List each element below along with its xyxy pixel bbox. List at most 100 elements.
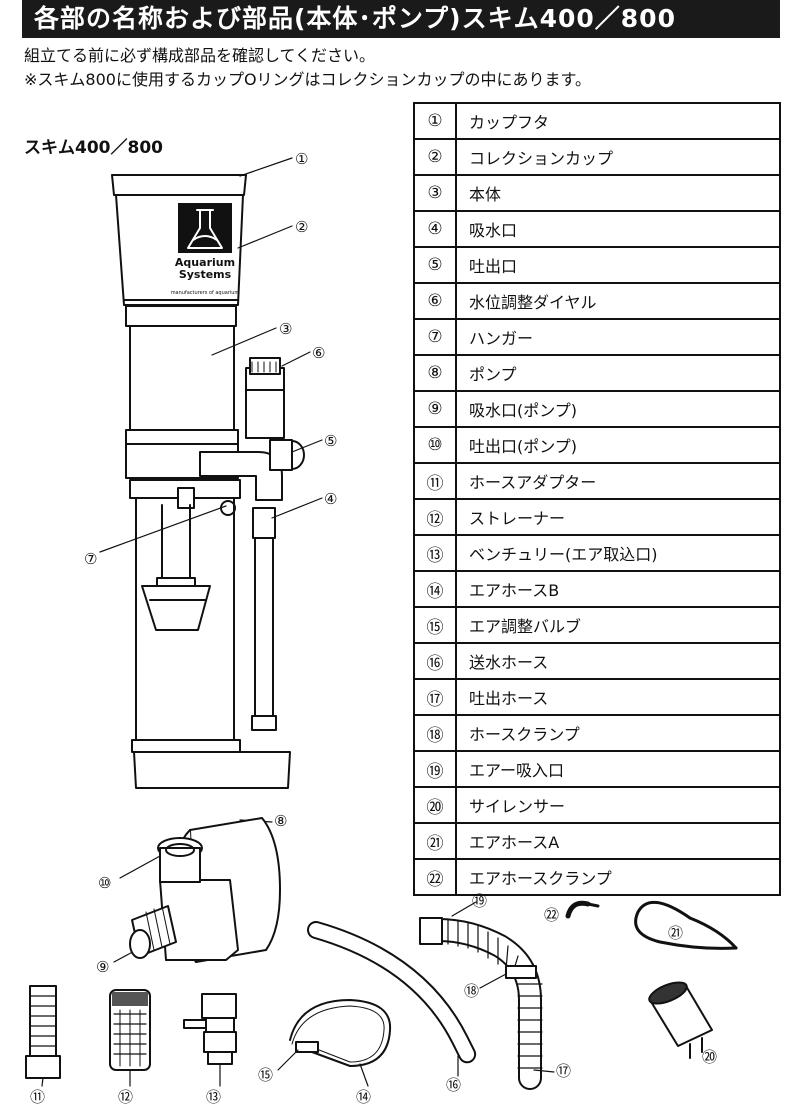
callout-8: ⑧ xyxy=(274,812,287,830)
part-number: ⑯ xyxy=(413,642,457,680)
part-number: ⑮ xyxy=(413,606,457,644)
part-name: 本体 xyxy=(455,174,781,212)
part-name: 吐出口 xyxy=(455,246,781,284)
callout-15: ⑮ xyxy=(258,1066,273,1084)
callout-19: ⑲ xyxy=(472,892,487,910)
model-label: スキム400／800 xyxy=(24,138,163,158)
part-name: 吐出ホース xyxy=(455,678,781,716)
part-number: ① xyxy=(413,102,457,140)
part-name: コレクションカップ xyxy=(455,138,781,176)
part-name: 送水ホース xyxy=(455,642,781,680)
part-number: ⑱ xyxy=(413,714,457,752)
part-name: エアー吸入口 xyxy=(455,750,781,788)
part-number: ⑨ xyxy=(413,390,457,428)
part-number: ⑪ xyxy=(413,462,457,500)
part-number: ㉑ xyxy=(413,822,457,860)
water-hose-drawing xyxy=(307,921,477,1077)
part-name: ホースアダプター xyxy=(455,462,781,500)
part-number: ③ xyxy=(413,174,457,212)
part-number: ⑩ xyxy=(413,426,457,464)
part-name: 水位調整ダイヤル xyxy=(455,282,781,320)
callout-22: ㉒ xyxy=(544,906,559,924)
part-name: エアホースA xyxy=(455,822,781,860)
callout-18: ⑱ xyxy=(464,982,479,1000)
part-number: ② xyxy=(413,138,457,176)
callout-3: ③ xyxy=(279,320,292,338)
callout-16: ⑯ xyxy=(446,1076,461,1094)
part-name: カップフタ xyxy=(455,102,781,140)
part-number: ⑳ xyxy=(413,786,457,824)
intro-line-2: ※スキム800に使用するカップOリングはコレクションカップの中にあります。 xyxy=(24,70,591,89)
callout-5: ⑤ xyxy=(324,432,337,450)
part-number: ⑲ xyxy=(413,750,457,788)
part-name: ハンガー xyxy=(455,318,781,356)
callout-4: ④ xyxy=(324,490,337,508)
callout-1: ① xyxy=(295,150,308,168)
part-name: 吐出口(ポンプ) xyxy=(455,426,781,464)
part-number: ⑰ xyxy=(413,678,457,716)
air-hose-b-drawing xyxy=(277,999,392,1087)
part-number: ⑤ xyxy=(413,246,457,284)
venturi-drawing xyxy=(183,993,237,1087)
part-number: ⑫ xyxy=(413,498,457,536)
callout-7: ⑦ xyxy=(84,550,97,568)
callout-2: ② xyxy=(295,218,308,236)
callout-10: ⑩ xyxy=(98,874,111,892)
hose-adapter-drawing xyxy=(25,985,61,1087)
callout-17: ⑰ xyxy=(556,1062,571,1080)
silencer-drawing xyxy=(648,981,713,1059)
part-name: エアホースクランプ xyxy=(455,858,781,896)
part-number: ⑥ xyxy=(413,282,457,320)
part-number: ⑭ xyxy=(413,570,457,608)
callout-14: ⑭ xyxy=(356,1088,371,1106)
page-title: 各部の名称および部品(本体･ポンプ)スキム400／800 xyxy=(22,0,780,38)
brand-small-text: manufacturers of aquarium xyxy=(171,290,240,296)
callout-6: ⑥ xyxy=(312,344,325,362)
part-name: ポンプ xyxy=(455,354,781,392)
part-name: ストレーナー xyxy=(455,498,781,536)
part-number: ⑬ xyxy=(413,534,457,572)
air-hose-clamp-drawing xyxy=(565,900,600,919)
callout-9: ⑨ xyxy=(96,958,109,976)
pump-drawing xyxy=(129,817,281,963)
part-number: ㉒ xyxy=(413,858,457,896)
brand-line-2: Systems xyxy=(179,268,232,281)
part-number: ⑦ xyxy=(413,318,457,356)
part-name: エア調整バルブ xyxy=(455,606,781,644)
brand-line-1: Aquarium xyxy=(175,256,235,269)
strainer-drawing xyxy=(109,989,151,1087)
part-name: 吸水口(ポンプ) xyxy=(455,390,781,428)
callout-13: ⑬ xyxy=(206,1088,221,1106)
part-name: 吸水口 xyxy=(455,210,781,248)
callout-11: ⑪ xyxy=(30,1088,45,1106)
outlet-hose-drawing xyxy=(419,901,555,1090)
part-number: ⑧ xyxy=(413,354,457,392)
air-hose-a-drawing xyxy=(634,900,738,950)
part-name: ホースクランプ xyxy=(455,714,781,752)
part-name: エアホースB xyxy=(455,570,781,608)
